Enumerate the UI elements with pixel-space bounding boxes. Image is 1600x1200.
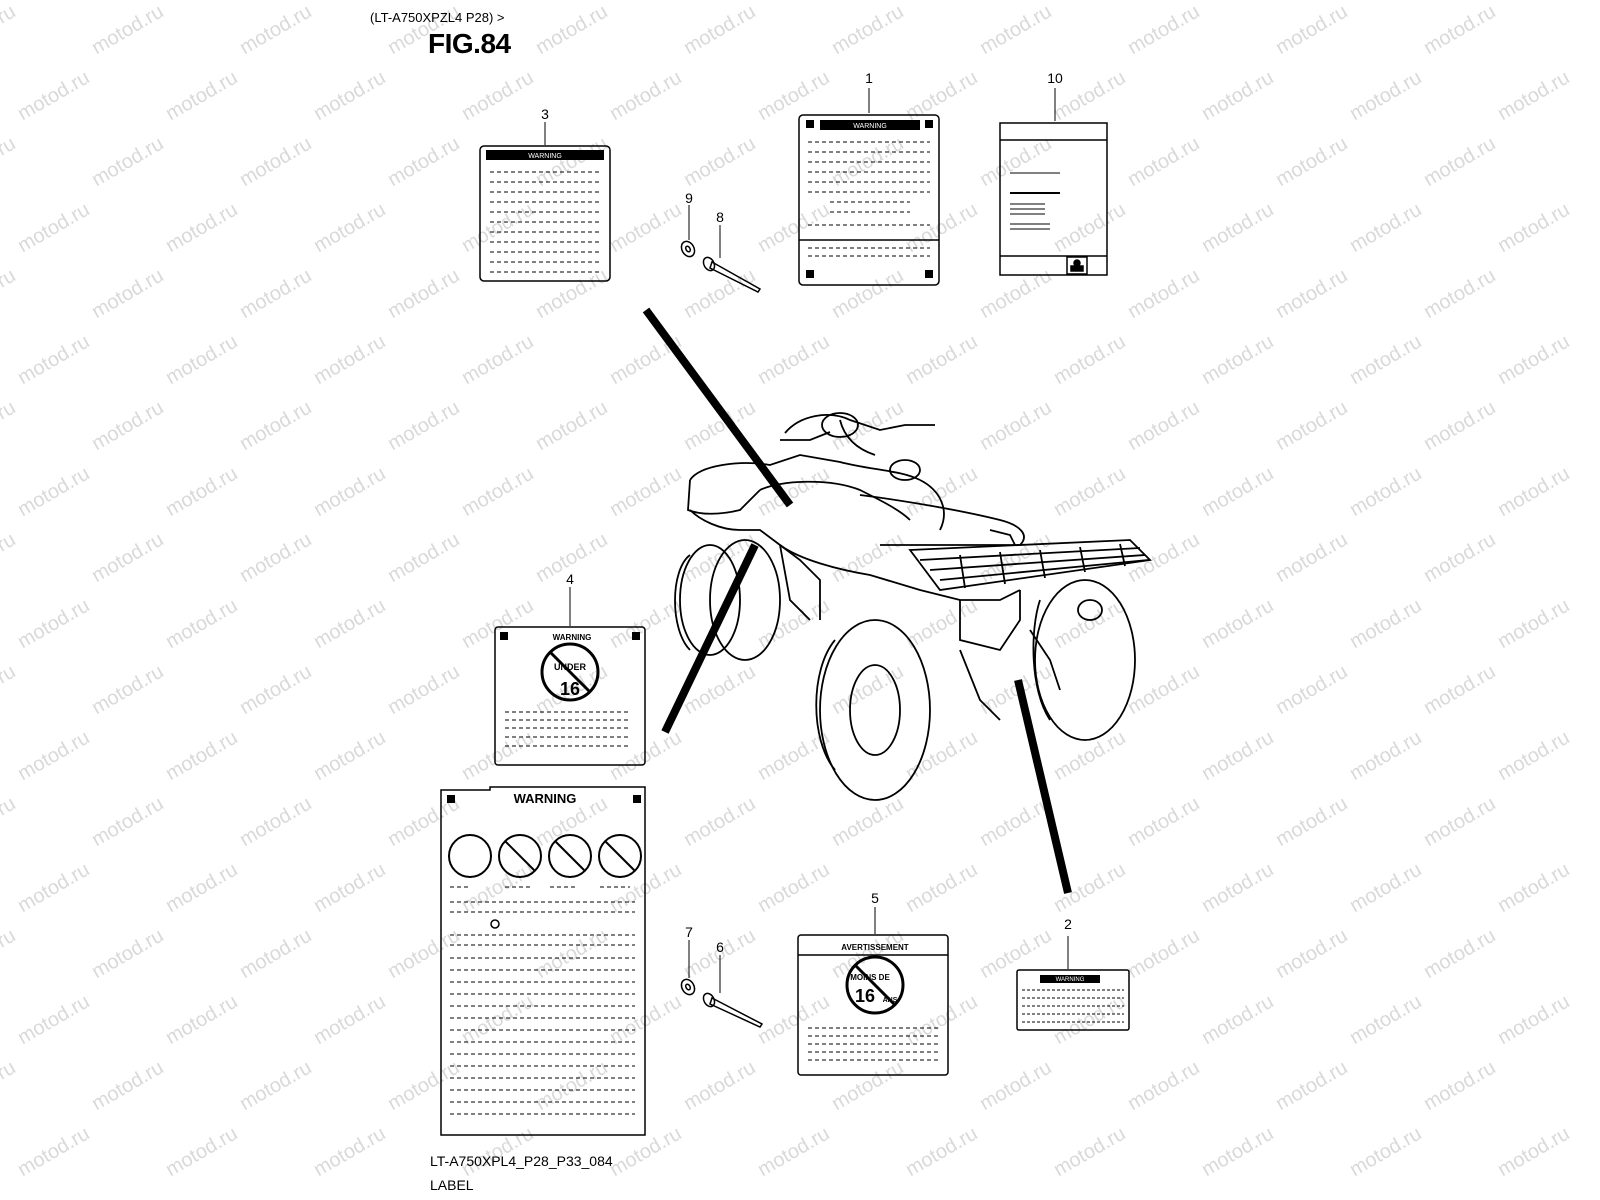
label-2-warning[interactable]: WARNING — [1016, 969, 1130, 1031]
callout-9: 9 — [685, 190, 693, 206]
label-2-warning-text: WARNING — [1056, 977, 1085, 983]
age-16-fr-text: 16 — [855, 986, 875, 1006]
label-1-warning-text: WARNING — [853, 123, 887, 130]
label-3-warning-text: WARNING — [528, 153, 562, 160]
rivet-8[interactable] — [701, 255, 762, 293]
warning-panel-title: WARNING — [514, 791, 577, 806]
callout-5: 5 — [871, 890, 879, 906]
callout-8: 8 — [716, 209, 724, 225]
atv-illustration — [674, 412, 1152, 801]
callout-ticks — [544, 88, 1069, 993]
under-text: UNDER — [554, 662, 587, 672]
moins-de-text: MOINS DE — [850, 973, 890, 982]
callout-4: 4 — [566, 571, 574, 587]
label-4-under-16[interactable]: WARNING UNDER 16 — [494, 626, 646, 766]
label-3-warning[interactable]: WARNING — [479, 145, 611, 282]
label-10-manual[interactable] — [999, 122, 1108, 276]
model-header: (LT-A750XPZL4 P28) > — [370, 10, 505, 25]
washer-7[interactable] — [679, 977, 697, 997]
ans-text: ANS — [883, 997, 898, 1004]
figure-title: FIG.84 — [428, 28, 511, 59]
callout-10: 10 — [1047, 70, 1063, 86]
rivet-6[interactable] — [701, 991, 764, 1028]
label-1-warning[interactable]: WARNING — [798, 114, 940, 286]
leader-lines — [642, 307, 1072, 894]
label-4-warning-panel[interactable]: WARNING — [440, 786, 646, 1136]
avertissement-text: AVERTISSEMENT — [841, 943, 909, 952]
callout-3: 3 — [541, 106, 549, 122]
washer-9[interactable] — [679, 239, 697, 259]
section-label: LABEL — [430, 1177, 474, 1193]
diagram-code: LT-A750XPL4_P28_P33_084 — [430, 1153, 613, 1169]
callout-6: 6 — [716, 939, 724, 955]
label-5-avertissement[interactable]: AVERTISSEMENT MOINS DE 16 ANS — [797, 934, 949, 1076]
callout-7: 7 — [685, 924, 693, 940]
age-16-text: 16 — [560, 679, 580, 699]
label-4-warning-text: WARNING — [553, 633, 592, 642]
callout-2: 2 — [1064, 916, 1072, 932]
callout-1: 1 — [865, 70, 873, 86]
